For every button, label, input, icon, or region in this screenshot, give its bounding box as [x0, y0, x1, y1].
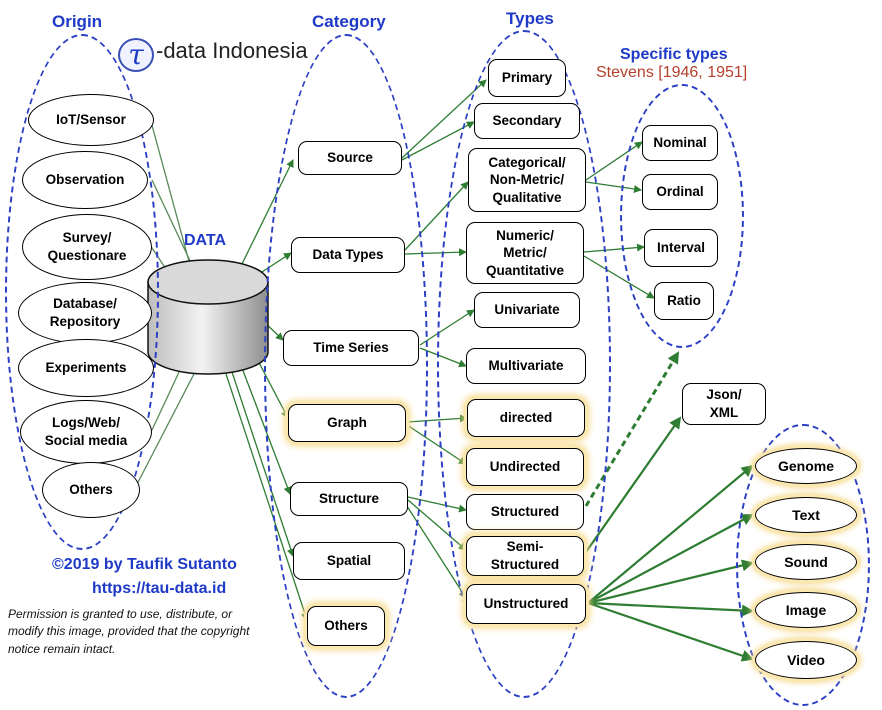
type-categorical: Categorical/ Non-Metric/ Qualitative: [468, 148, 586, 212]
category-header: Category: [312, 12, 386, 31]
type-unstructured: Unstructured: [466, 584, 586, 624]
unstructured-genome: Genome: [755, 448, 857, 484]
origin-line-logs: [151, 369, 181, 431]
category-graph: Graph: [288, 404, 406, 442]
type-secondary: Secondary: [474, 103, 580, 139]
origin-header: Origin: [52, 12, 103, 31]
origin-database-repository: Database/ Repository: [18, 282, 152, 344]
origin-experiments: Experiments: [18, 339, 154, 397]
type-directed: directed: [467, 399, 585, 437]
stevens-citation: Stevens [1946, 1951]: [596, 64, 748, 81]
types-ellipse: [437, 30, 611, 698]
copyright-text: ©2019 by Taufik Sutanto: [52, 556, 237, 573]
type-univariate: Univariate: [474, 292, 580, 328]
type-undirected: Undirected: [466, 448, 584, 486]
type-semi-structured: Semi- Structured: [466, 536, 584, 576]
tau-data-logo: τ: [118, 38, 154, 72]
arrow-unstructured-text: [587, 514, 754, 604]
json-xml-box: Json/ XML: [682, 383, 766, 425]
category-source: Source: [298, 141, 402, 175]
unstructured-text: Text: [755, 497, 857, 533]
arrow-unstructured-video: [587, 601, 754, 662]
specific-ratio: Ratio: [654, 282, 714, 320]
arrow-unstructured-sound: [587, 559, 754, 605]
specific-nominal: Nominal: [642, 125, 718, 161]
specific-types-ellipse: [620, 84, 744, 348]
origin-line-others: [133, 371, 196, 491]
type-primary: Primary: [488, 59, 566, 97]
logo-name: -data Indonesia: [156, 38, 308, 63]
origin-line-iot: [149, 117, 191, 266]
category-ellipse: [264, 34, 428, 698]
types-header: Types: [506, 9, 554, 28]
data-label: DATA: [184, 232, 227, 249]
specific-interval: Interval: [644, 229, 718, 267]
category-structure: Structure: [290, 482, 408, 516]
type-multivariate: Multivariate: [466, 348, 586, 384]
specific-ordinal: Ordinal: [642, 174, 718, 210]
permission-note: Permission is granted to use, distribute…: [8, 607, 250, 656]
origin-iot-sensor: IoT/Sensor: [28, 94, 154, 146]
unstructured-video: Video: [755, 641, 857, 679]
data-cylinder-icon: [147, 259, 269, 375]
category-spatial: Spatial: [293, 542, 405, 580]
unstructured-ellipse: [736, 424, 870, 706]
specific-types-header: Specific types: [620, 46, 728, 63]
type-structured: Structured: [466, 494, 584, 530]
category-time-series: Time Series: [283, 330, 419, 366]
origin-logs-web-social-media: Logs/Web/ Social media: [20, 400, 152, 464]
category-data-types: Data Types: [291, 237, 405, 273]
website-link[interactable]: https://tau-data.id: [92, 580, 227, 597]
arrow-semistructured-json: [585, 416, 682, 553]
arrow-unstructured-genome: [587, 464, 754, 604]
origin-line-observation: [151, 179, 193, 266]
origin-observation: Observation: [22, 151, 148, 209]
type-numeric: Numeric/ Metric/ Quantitative: [466, 222, 584, 284]
origin-ellipse: [5, 34, 159, 550]
tau-logo-glyph: τ: [128, 38, 144, 71]
origin-others: Others: [42, 462, 140, 518]
unstructured-sound: Sound: [755, 544, 857, 580]
unstructured-image: Image: [755, 592, 857, 628]
arrow-unstructured-image: [587, 601, 754, 617]
origin-survey-questionare: Survey/ Questionare: [22, 214, 152, 280]
category-others: Others: [307, 606, 385, 646]
